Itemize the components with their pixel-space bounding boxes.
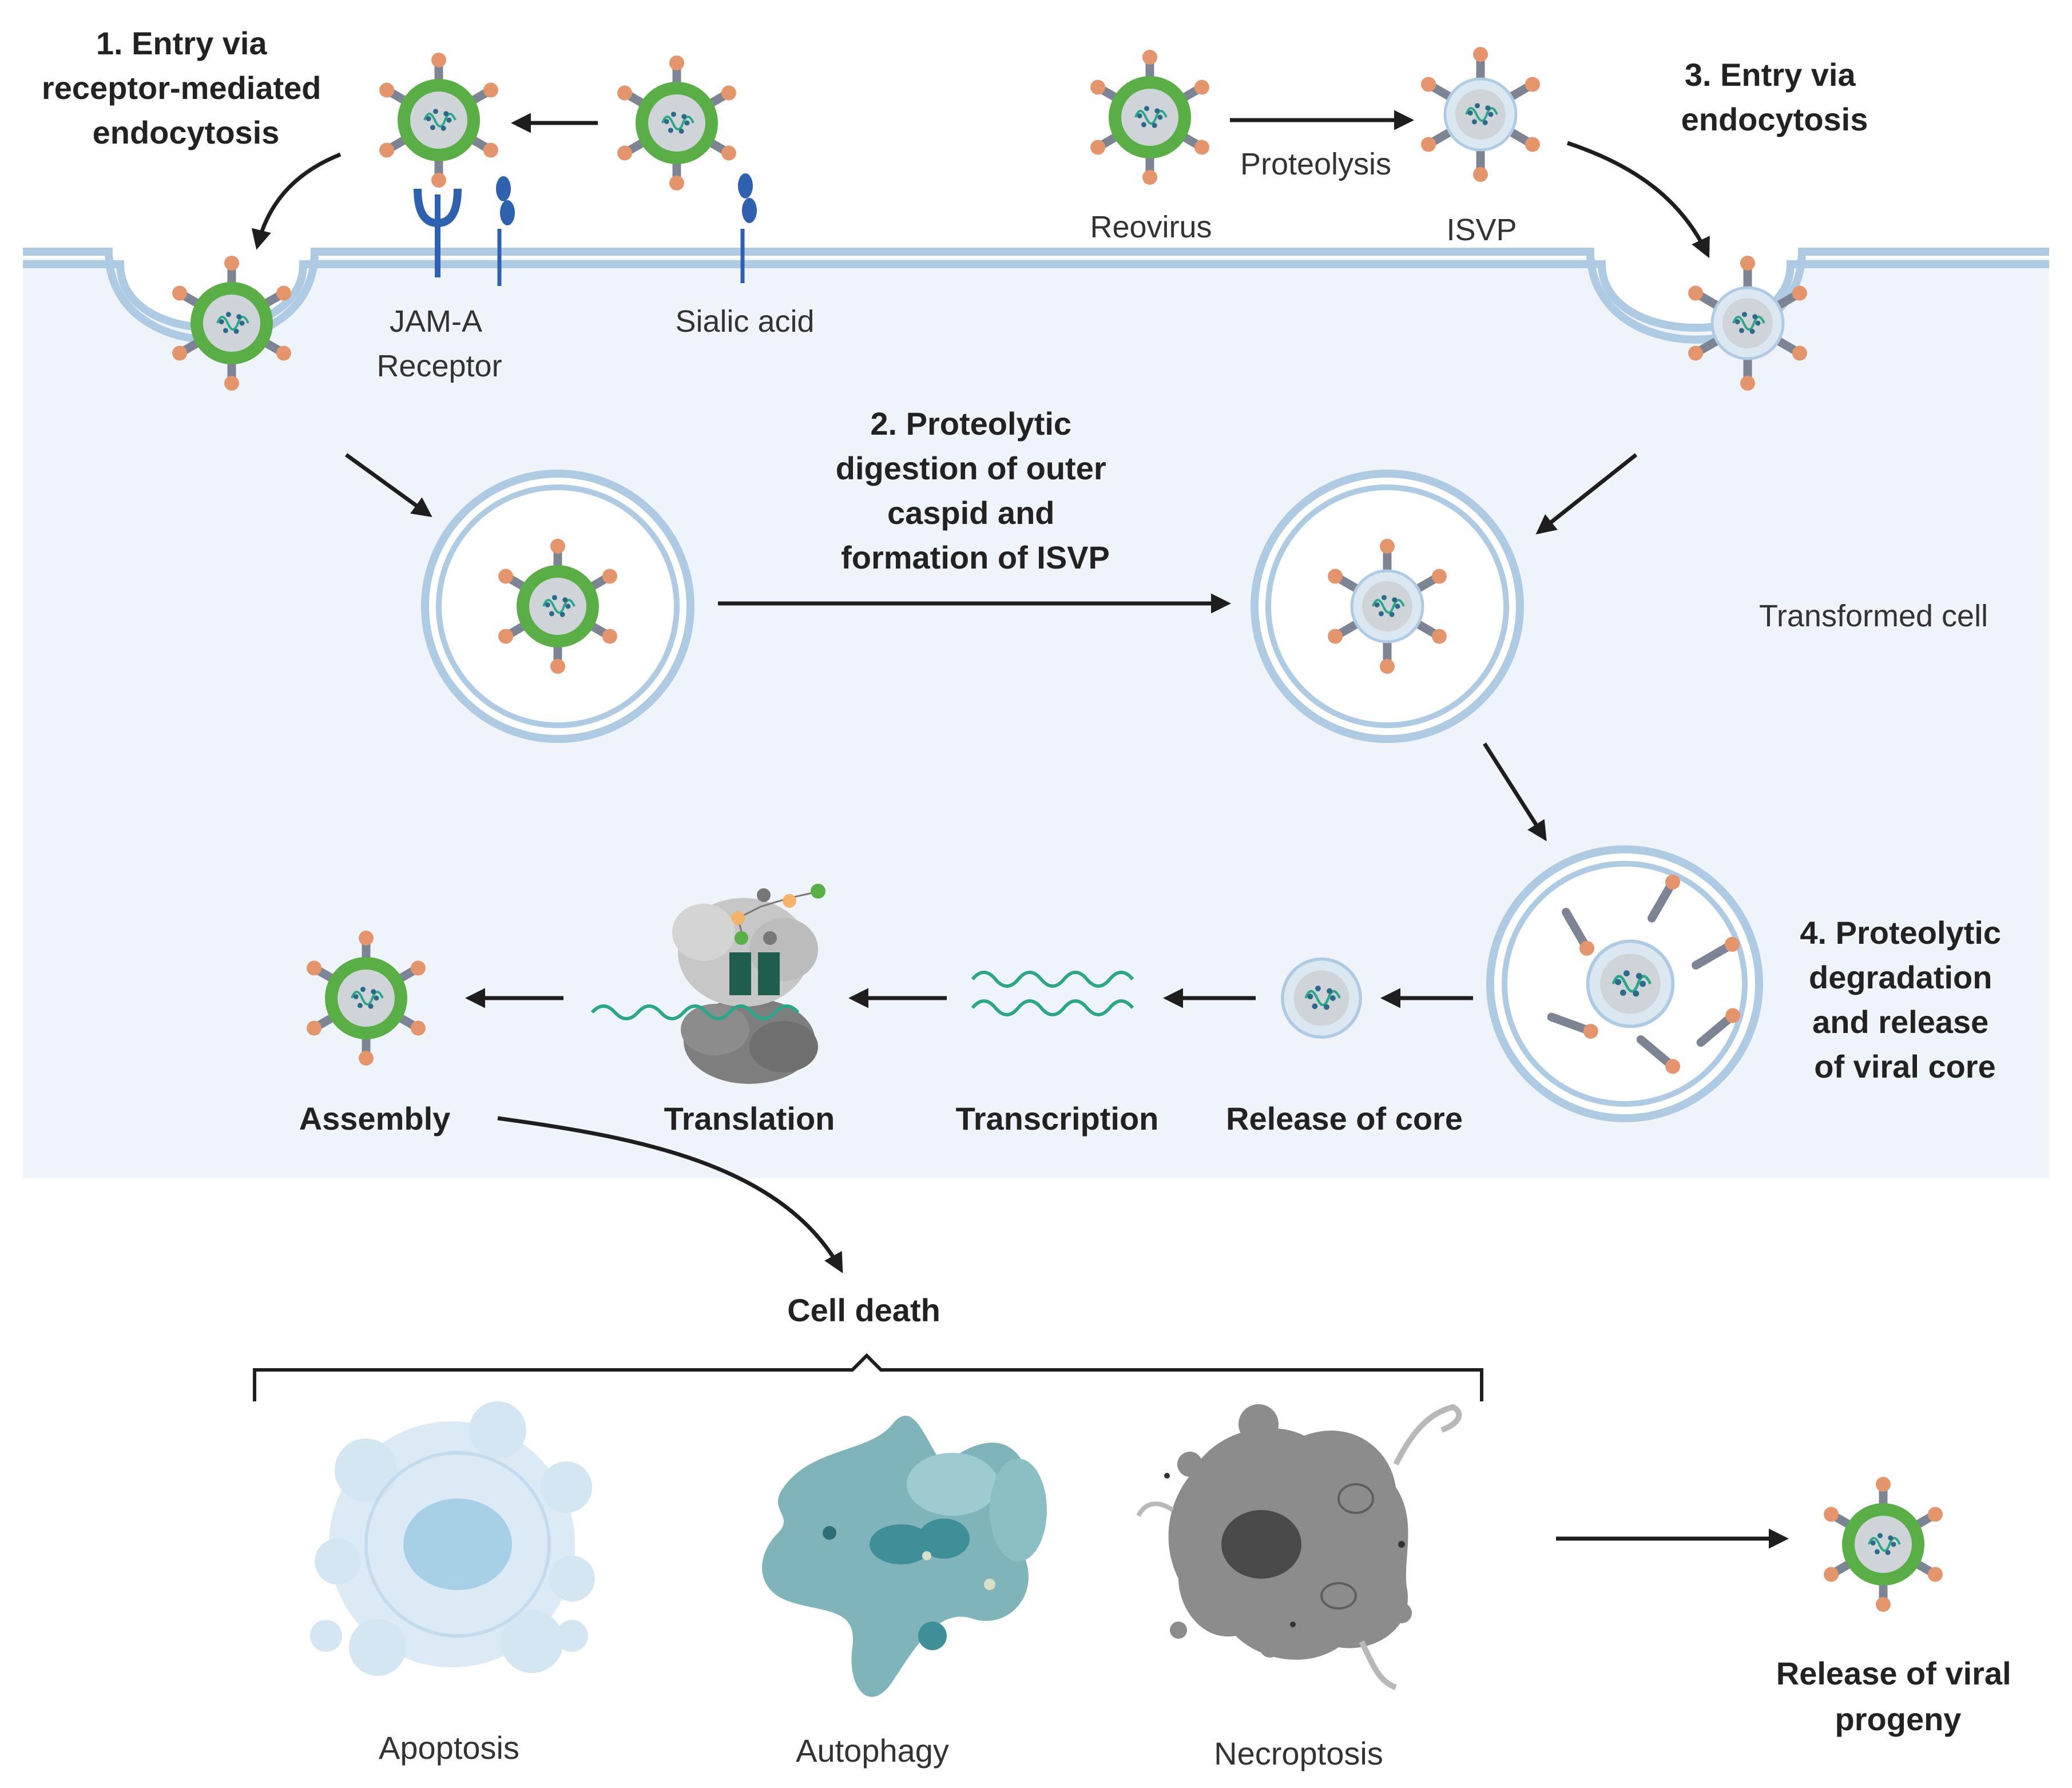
autophagy-label: Autophagy bbox=[796, 1733, 949, 1769]
arrow-entry-receptor bbox=[251, 152, 342, 250]
isvp-endocytic-pit bbox=[1688, 256, 1807, 391]
capsid-fragment bbox=[1547, 1012, 1598, 1039]
assembly-label: Assembly bbox=[299, 1100, 451, 1137]
capsid-fragment bbox=[1696, 1008, 1741, 1047]
transformed-cell-label: Transformed cell bbox=[1759, 599, 1988, 633]
autophagy-cell-icon bbox=[762, 1416, 1047, 1697]
reovirus-in-endosome bbox=[498, 539, 617, 674]
ribosome-icon bbox=[590, 884, 825, 1084]
necroptosis-label: Necroptosis bbox=[1214, 1735, 1383, 1771]
cell-death-label: Cell death bbox=[787, 1292, 940, 1328]
isvp-particle bbox=[1421, 47, 1540, 182]
jam-a-receptor bbox=[414, 188, 462, 277]
necroptosis-cell-icon bbox=[1136, 1404, 1462, 1690]
assembled-virion bbox=[307, 931, 426, 1066]
arrow-to-degradation bbox=[1483, 742, 1547, 841]
transcription-label: Transcription bbox=[956, 1100, 1159, 1137]
sialic-acid-receptor-left bbox=[496, 176, 515, 286]
capsid-fragment bbox=[1648, 875, 1680, 923]
arrow-into-left-endosome bbox=[344, 453, 432, 518]
translation-label: Translation bbox=[664, 1100, 835, 1137]
isvp-label: ISVP bbox=[1446, 213, 1517, 247]
apoptosis-cell-icon bbox=[310, 1401, 595, 1676]
capsid-fragment bbox=[1636, 1035, 1681, 1074]
step3-label: 3. Entry via endocytosis bbox=[1681, 57, 1868, 137]
apoptosis-label: Apoptosis bbox=[379, 1730, 519, 1766]
capsid-fragments bbox=[1547, 875, 1741, 1074]
capsid-fragment bbox=[1562, 908, 1594, 956]
arrows bbox=[251, 110, 1789, 1549]
viral-core-in-endosome bbox=[1586, 939, 1675, 1028]
reovirus-particle bbox=[617, 55, 736, 190]
reovirus-free bbox=[1090, 50, 1209, 185]
jam-a-receptor-label: JAM-A Receptor bbox=[376, 304, 502, 383]
capsid-fragment bbox=[1692, 937, 1740, 970]
viral-progeny bbox=[1824, 1477, 1943, 1612]
release-of-core-label: Release of core bbox=[1226, 1100, 1463, 1137]
arrow-cell-death bbox=[497, 1116, 843, 1274]
released-viral-core bbox=[1281, 957, 1362, 1039]
reovirus-label: Reovirus bbox=[1090, 210, 1212, 244]
virus-layer bbox=[172, 47, 1943, 1612]
step2-label: 2. Proteolytic digestion of outer caspid… bbox=[836, 406, 1115, 575]
release-of-progeny-label: Release of viral progeny bbox=[1776, 1655, 2020, 1737]
reovirus-bound-jam bbox=[379, 53, 498, 188]
step4-label: 4. Proteolytic degradation and release o… bbox=[1800, 915, 2010, 1084]
reovirus-endocytic-pit bbox=[172, 256, 291, 391]
sialic-acid-label: Sialic acid bbox=[675, 304, 814, 339]
arrow-entry-endocytosis bbox=[1566, 141, 1710, 259]
step1-label: 1. Entry via receptor-mediated endocytos… bbox=[42, 25, 330, 150]
cell-death-bracket bbox=[253, 1353, 1483, 1401]
arrow-into-right-endosome bbox=[1535, 453, 1638, 535]
proteolysis-label: Proteolysis bbox=[1240, 147, 1391, 181]
isvp-in-endosome bbox=[1328, 539, 1447, 674]
sialic-acid-receptor bbox=[738, 173, 757, 283]
mrna-transcripts bbox=[971, 971, 1134, 1016]
